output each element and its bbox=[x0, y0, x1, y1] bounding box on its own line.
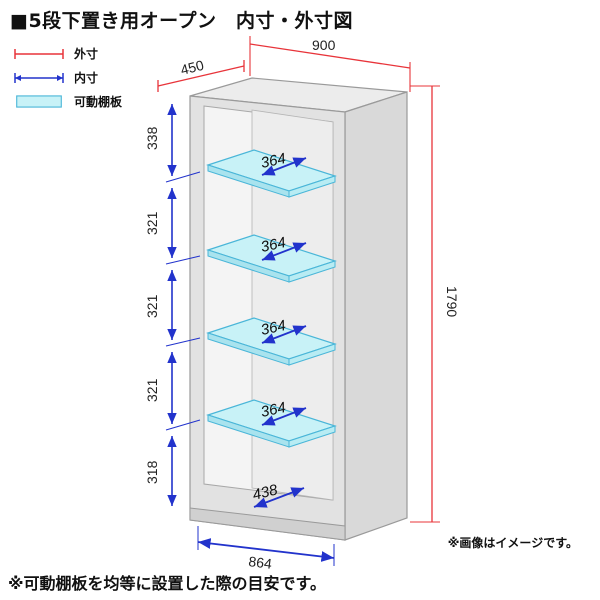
gap-2-label: 321 bbox=[144, 211, 160, 235]
gap-tick-2 bbox=[165, 255, 201, 265]
gap-tick-4 bbox=[165, 419, 201, 431]
depth-label: 450 bbox=[179, 57, 206, 78]
shelf-2-depth-arrow bbox=[261, 242, 307, 261]
inner-width-line bbox=[197, 538, 335, 562]
width-dimension-line bbox=[249, 43, 411, 69]
depth-dimension-line bbox=[157, 65, 245, 87]
cabinet-plinth bbox=[189, 507, 346, 541]
gap-4-label: 321 bbox=[144, 378, 160, 402]
shelf-swatch-icon bbox=[16, 95, 62, 108]
legend-inner-label: 内寸 bbox=[74, 71, 99, 85]
gap-1-label: 338 bbox=[144, 126, 160, 150]
shelf-1-width-label: 364 bbox=[259, 150, 287, 172]
legend-outer-label: 外寸 bbox=[74, 47, 99, 61]
shelf-4-depth-arrow bbox=[261, 407, 307, 426]
inner-gap-lines bbox=[165, 104, 201, 506]
page-title: ■5段下置き用オープン 内寸・外寸図 bbox=[10, 10, 354, 32]
gap-5-label: 318 bbox=[144, 460, 160, 484]
cabinet-side bbox=[344, 91, 408, 541]
bottom-note: ※可動棚板を均等に設置した際の目安です。 bbox=[8, 574, 326, 593]
gap-tick-3 bbox=[165, 337, 201, 347]
shelf-3-width-label: 364 bbox=[259, 317, 287, 339]
legend-shelf-label: 可動棚板 bbox=[74, 95, 123, 109]
image-note: ※画像はイメージです。 bbox=[447, 536, 578, 550]
inner-width-label: 864 bbox=[248, 553, 273, 572]
bottom-depth-arrow bbox=[253, 487, 305, 508]
outer-dimension-icon bbox=[14, 49, 64, 59]
gap-3-label: 321 bbox=[144, 294, 160, 318]
shelf-1-depth-arrow bbox=[261, 157, 307, 176]
width-label: 900 bbox=[312, 37, 336, 53]
bottom-depth-label: 438 bbox=[251, 481, 280, 504]
shelf-2-width-label: 364 bbox=[259, 234, 287, 256]
inner-dimension-icon bbox=[14, 73, 64, 83]
shelf-3-depth-arrow bbox=[261, 325, 307, 344]
height-label: 1790 bbox=[444, 286, 460, 317]
cabinet-back-wall bbox=[251, 109, 334, 501]
shelf-4-width-label: 364 bbox=[259, 399, 287, 421]
gap-tick-1 bbox=[165, 171, 201, 183]
